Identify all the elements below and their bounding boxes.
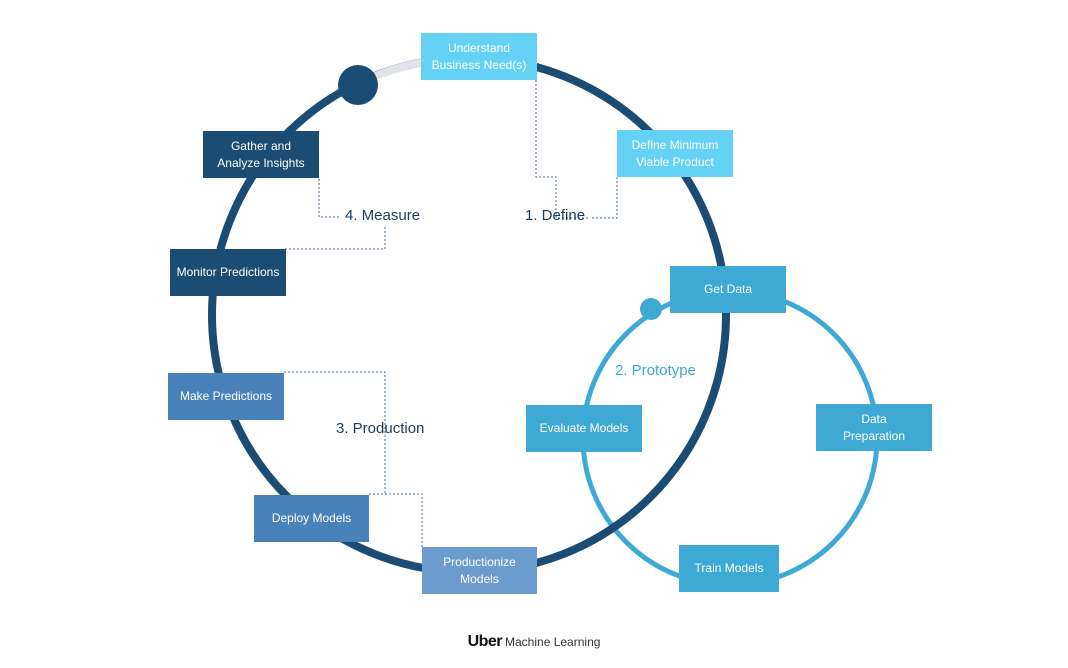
uber-brand-logo: Uber xyxy=(467,633,503,650)
connector-monitor-to-measure xyxy=(285,226,386,250)
connector-insights-to-measure xyxy=(318,179,340,218)
step-train-models: Train Models xyxy=(679,545,779,592)
phase-define-label: 1. Define xyxy=(525,207,586,224)
phase-measure-label: 4. Measure xyxy=(345,207,421,224)
connector-mvp-to-define xyxy=(592,177,618,219)
step-get-data: Get Data xyxy=(670,266,786,313)
step-evaluate-models: Evaluate Models xyxy=(526,405,642,452)
prototype-cycle-start-dot xyxy=(640,298,662,320)
step-make-predictions: Make Predictions xyxy=(168,373,284,420)
step-monitor-predictions: Monitor Predictions xyxy=(170,249,286,296)
main-cycle-start-dot xyxy=(338,65,378,105)
phase-prototype-label: 2. Prototype xyxy=(615,362,696,379)
step-data-preparation: Data Preparation xyxy=(816,404,932,451)
step-define-mvp: Define Minimum Viable Product xyxy=(617,130,733,177)
step-gather-analyze-insights: Gather and Analyze Insights xyxy=(203,131,319,178)
step-understand-business-need: Understand Business Need(s) xyxy=(421,33,537,80)
phase-production-label: 3. Production xyxy=(336,420,425,437)
connector-deploy-to-production xyxy=(369,493,423,547)
connector-understand-to-define xyxy=(535,80,590,219)
step-productionize-models: Productionize Models xyxy=(422,547,537,594)
footer-subtitle: Machine Learning xyxy=(505,635,601,649)
connector-make-predictions-to-production xyxy=(284,371,386,494)
step-deploy-models: Deploy Models xyxy=(254,495,369,542)
